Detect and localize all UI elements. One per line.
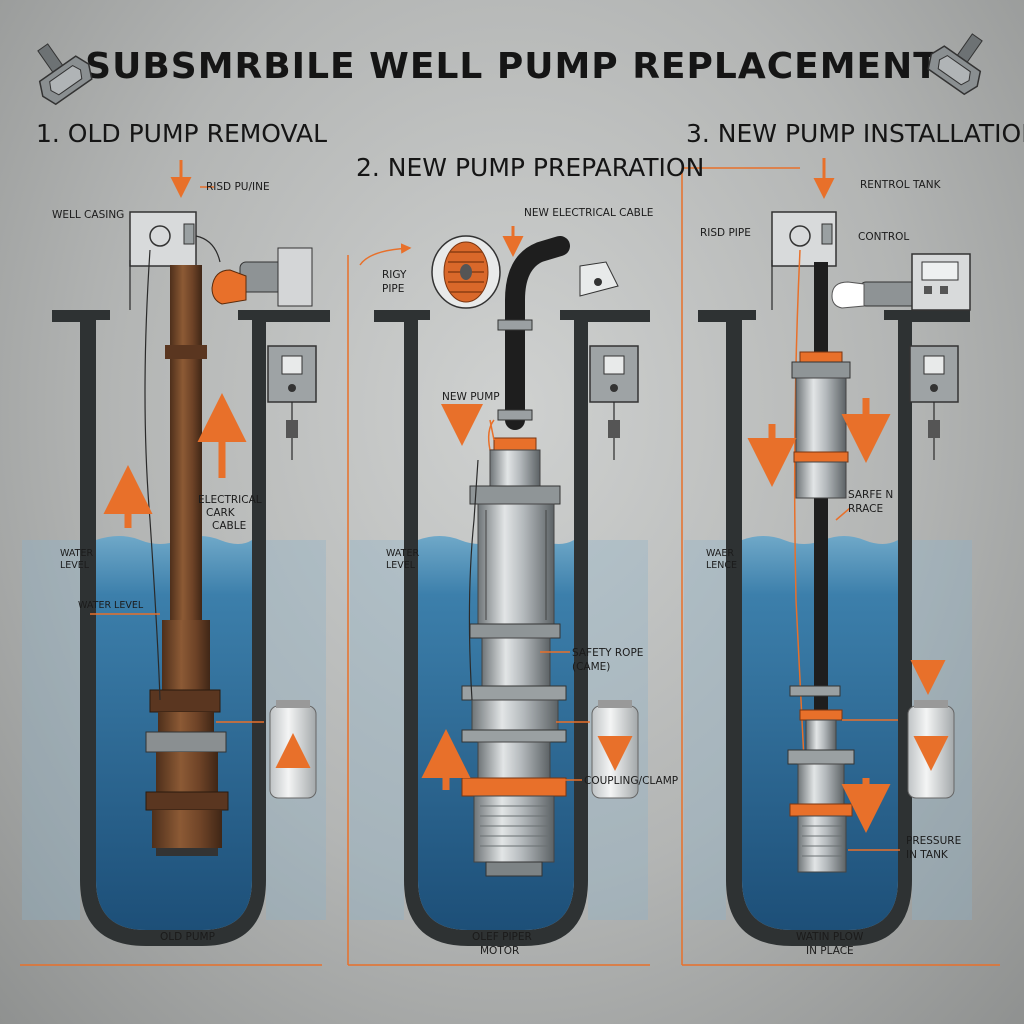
- well-casing: [52, 310, 330, 946]
- label-water-2: LEVEL: [60, 560, 90, 571]
- label-control: CONTROL: [858, 231, 909, 243]
- control-box-icon: [267, 345, 317, 460]
- label-bottom-1: OLEF PIPER: [472, 931, 532, 943]
- label-safe-2: RRACE: [848, 503, 883, 515]
- label-rope-2: (CAME): [572, 661, 610, 673]
- label-rigy-1: RIGY: [382, 269, 407, 281]
- control-box-icon: [911, 253, 971, 311]
- label-rope-1: SAFETY ROPE: [572, 647, 643, 659]
- label-bottom-2: MOTOR: [480, 945, 519, 957]
- label-water-1: WAER: [706, 548, 734, 559]
- new-pump-installed: [797, 815, 847, 873]
- label-new-pump: NEW PUMP: [442, 391, 500, 403]
- pressure-tank-icon: [269, 700, 317, 799]
- label-cable: NEW ELECTRICAL CABLE: [524, 207, 653, 219]
- panel-new-pump-installation: 3. NEW PUMP INSTALLATION: [684, 119, 1024, 957]
- label-bottom: OLD PUMP: [160, 931, 215, 943]
- label-cable-3: CABLE: [212, 520, 246, 532]
- label-bottom-1: WATIN PLOW: [796, 931, 864, 943]
- new-riser-pipe: [505, 236, 570, 430]
- label-well-casing: WELL CASING: [52, 209, 124, 221]
- pressure-tank-icon: [591, 700, 639, 799]
- label-water-2: LENCE: [706, 560, 737, 571]
- glove-hand-icon: [831, 281, 921, 309]
- label-rigy-2: PIPE: [382, 283, 404, 295]
- label-water-2: LEVEL: [386, 560, 416, 571]
- hex-bolt-icon: [37, 43, 93, 106]
- label-cable-1: ELECTRICAL: [198, 494, 262, 506]
- panel-2-heading: 2. NEW PUMP PREPARATION: [356, 153, 704, 182]
- glove-hand-icon: [211, 247, 313, 307]
- well-casing: [698, 310, 970, 946]
- panel-old-pump-removal: 1. OLD PUMP REMOVAL: [22, 119, 330, 946]
- label-tank: RENTROL TANK: [860, 179, 942, 191]
- hex-bolt-icon: [927, 33, 983, 96]
- label-pressure-1: PRESSURE: [906, 835, 961, 847]
- panel-3-heading: 3. NEW PUMP INSTALLATION: [686, 119, 1024, 148]
- bracket-icon: [579, 261, 619, 297]
- label-water-1: WATER: [60, 548, 93, 559]
- cable-reel-icon: [431, 235, 501, 309]
- pressure-tank-icon: [907, 700, 955, 799]
- label-clamp: COUPLING/CLAMP: [584, 775, 678, 787]
- label-safe-1: SARFE N: [848, 489, 893, 501]
- label-top-pipe: RISD PU/INE: [206, 181, 270, 193]
- motor: [473, 795, 555, 863]
- label-bottom-2: IN PLACE: [806, 945, 854, 957]
- label-pipe: RISD PIPE: [700, 227, 751, 239]
- panel-new-pump-preparation: 2. NEW PUMP PREPARATION: [350, 153, 704, 957]
- panel-1-heading: 1. OLD PUMP REMOVAL: [36, 119, 327, 148]
- new-pump: [477, 503, 555, 625]
- label-water-1: WATER: [386, 548, 419, 559]
- label-pressure-2: IN TANK: [906, 849, 949, 861]
- label-water-full: WATER LEVEL: [78, 600, 144, 611]
- label-cable-2: CARK: [206, 507, 236, 519]
- old-pump: [152, 810, 222, 848]
- diagram-title: SUBSMRBILE WELL PUMP REPLACEMENT: [85, 46, 939, 87]
- control-box-icon: [589, 345, 639, 460]
- well-casing: [374, 310, 650, 946]
- control-box-icon: [909, 345, 959, 460]
- old-riser-pipe: [170, 265, 202, 625]
